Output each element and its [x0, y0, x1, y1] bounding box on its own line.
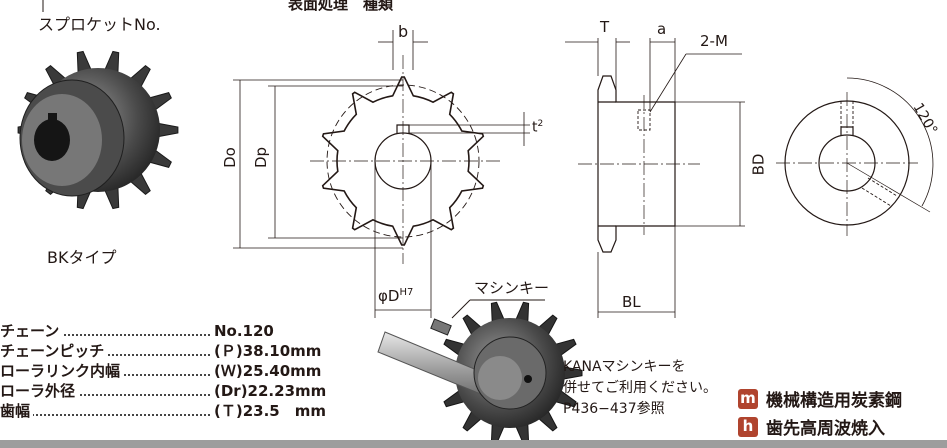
machine-key-note: KANAマシンキーを 併せてご利用ください。 P436−437参照	[563, 357, 717, 420]
dim-bore: φDH7	[378, 287, 414, 305]
spec-value: (Dr)22.23mm	[214, 382, 327, 400]
side-view	[565, 38, 745, 318]
dim-BL: BL	[622, 293, 641, 311]
bk-sprocket-photo	[17, 50, 179, 210]
material-m-text: 機械構造用炭素鋼	[766, 391, 902, 411]
spec-row: ローラリンク内幅 (Ｗ)25.40mm	[0, 361, 326, 381]
dim-Do: Do	[220, 147, 239, 168]
spec-row: 歯幅 (Ｔ)23.5 mm	[0, 401, 326, 421]
machine-key-photo	[377, 299, 583, 445]
material-h-badge: h	[738, 416, 758, 437]
dim-a: a	[657, 20, 667, 38]
dim-Dp: Dp	[252, 146, 271, 169]
material-row: m 機械構造用炭素鋼	[738, 386, 902, 411]
front-sprocket-outline	[321, 76, 485, 246]
spec-label: ローラリンク内幅	[0, 362, 124, 380]
spec-label-cell: 歯幅	[0, 401, 210, 421]
end-view	[776, 77, 934, 236]
spec-label-cell: ローラリンク内幅	[0, 361, 210, 381]
dim-T: T	[600, 18, 610, 36]
spec-row: ローラ外径 (Dr)22.23mm	[0, 381, 326, 401]
spec-value: (Ｔ)23.5 mm	[214, 402, 326, 420]
front-view	[233, 30, 530, 318]
sprocket-no-label: スプロケットNo.	[38, 15, 161, 34]
surface-type-label: 表面処理 種類	[288, 0, 394, 13]
material-h-text: 歯先高周波焼入	[766, 419, 885, 439]
bottom-divider	[0, 440, 947, 448]
note-line: 併せてご利用ください。	[563, 380, 717, 396]
dim-t2: t2	[532, 119, 544, 136]
dim-BD: BD	[749, 153, 768, 176]
spec-label: 歯幅	[0, 402, 34, 420]
dim-b: b	[398, 22, 409, 41]
angle-arc	[846, 77, 934, 207]
photo-caption: BKタイプ	[47, 248, 117, 267]
note-line: KANAマシンキーを	[563, 359, 686, 375]
spec-value: (Ｗ)25.40mm	[214, 362, 322, 380]
material-m-badge: m	[738, 388, 758, 409]
spec-label: チェーン	[0, 322, 63, 340]
spec-label: チェーンピッチ	[0, 342, 108, 360]
spec-row: チェーン No.120	[0, 321, 326, 341]
spec-list: チェーン No.120 チェーンピッチ (Ｐ)38.10mm ローラリンク内幅 (Ｗ)25…	[0, 321, 326, 421]
spec-value: (Ｐ)38.10mm	[214, 342, 322, 360]
material-row: h 歯先高周波焼入	[738, 414, 885, 439]
spec-value: No.120	[214, 322, 274, 340]
spec-label-cell: ローラ外径	[0, 381, 210, 401]
dim-tap: 2-M	[700, 32, 728, 50]
spec-label-cell: チェーン	[0, 321, 210, 341]
machine-key-label: マシンキー	[474, 279, 550, 297]
spec-label: ローラ外径	[0, 382, 79, 400]
spec-label-cell: チェーンピッチ	[0, 341, 210, 361]
spec-row: チェーンピッチ (Ｐ)38.10mm	[0, 341, 326, 361]
note-line: P436−437参照	[563, 401, 665, 417]
